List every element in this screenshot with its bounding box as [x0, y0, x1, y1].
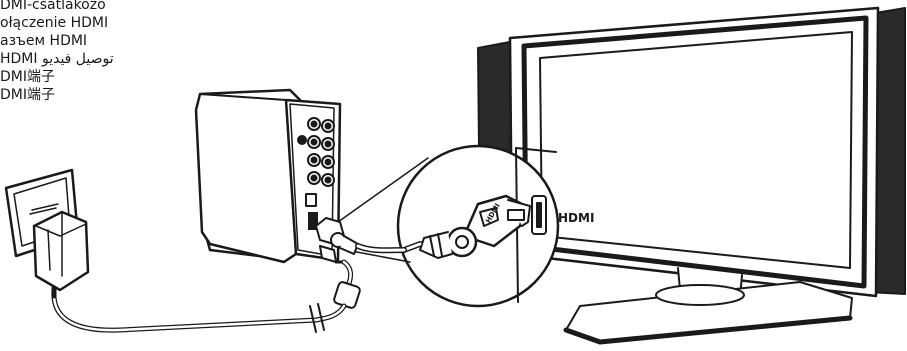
tv-monitor	[477, 6, 906, 345]
tv-screen	[539, 31, 853, 269]
connector-label-list: DMI-csatlakozó ołączenie HDMI азъем HDMI…	[0, 0, 160, 104]
tv-stand-base-edge	[563, 315, 853, 345]
wall-outlet-with-adapter	[4, 168, 90, 299]
label-hungarian: DMI-csatlakozó	[0, 0, 106, 13]
label-chinese-traditional: DMI端子	[0, 87, 55, 103]
player-av-jacks	[297, 117, 335, 230]
label-chinese-simplified: DMI端子	[0, 69, 55, 85]
port-hdmi-text: HDMI	[558, 211, 594, 225]
hdmi-plug-zoom: HDMI	[401, 194, 531, 259]
power-adapter	[32, 210, 90, 292]
media-player-box	[194, 88, 359, 264]
ferrite-core	[333, 281, 361, 309]
label-polish: ołączenie HDMI	[0, 15, 109, 31]
tv-stand-foot	[655, 284, 745, 306]
label-arabic: توصيل فيديو HDMI	[0, 51, 114, 67]
zoom-leader-lines	[337, 157, 429, 263]
player-hdmi-plug	[315, 217, 359, 255]
connector-zoom-circle: HDMI HDMI	[396, 144, 594, 308]
power-cable	[51, 259, 361, 333]
label-russian: азъем HDMI	[0, 33, 88, 49]
